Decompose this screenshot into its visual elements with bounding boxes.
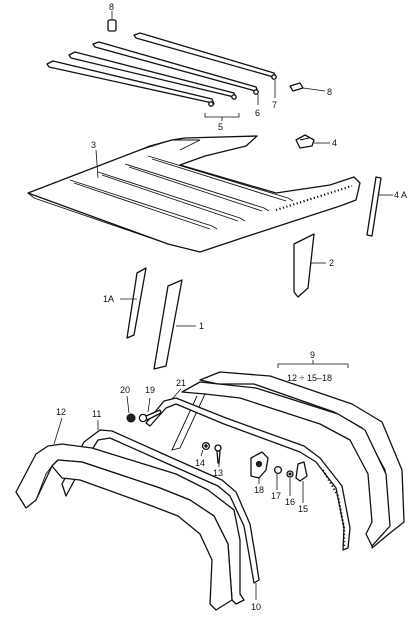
callout-15: 15 (298, 504, 308, 514)
part-17-washer (273, 465, 283, 490)
part-3-roof-panel (27, 135, 361, 253)
callout-6: 6 (255, 108, 260, 118)
callout-9: 9 (310, 350, 315, 360)
callout-7: 7 (272, 100, 277, 110)
part-13-screw (214, 444, 222, 467)
callout-4: 4 (332, 138, 337, 148)
part-11-frame (61, 420, 260, 584)
callout-20: 20 (120, 385, 130, 395)
part-15-bracket (295, 461, 308, 503)
roof-rail-5-a (68, 51, 237, 100)
callout-19: 19 (145, 385, 155, 395)
part-8-plug-right (289, 82, 326, 92)
part-19-screw (138, 397, 162, 423)
bracket-9 (277, 363, 349, 368)
callout-3: 3 (91, 140, 96, 150)
callout-5: 5 (218, 122, 223, 132)
callout-21: 21 (176, 378, 186, 388)
part-20-washer (126, 395, 136, 423)
part-16-nut (286, 470, 294, 496)
part-9-rear-hood (171, 371, 405, 549)
roof-rail-6 (92, 41, 259, 95)
part-18-lock (250, 451, 269, 484)
part-12-hood (15, 417, 245, 611)
part-1-trim (153, 279, 196, 370)
part-14-washer (200, 441, 211, 457)
part-2-side-panel (293, 233, 326, 298)
part-1A-trim (120, 267, 147, 339)
callout-12: 12 (56, 407, 66, 417)
callout-18: 18 (254, 485, 264, 495)
callout-17: 17 (271, 491, 281, 501)
part-8-plug-top (107, 11, 117, 32)
part-21-seal (145, 388, 351, 551)
callout-10: 10 (251, 602, 261, 612)
bracket-5 (204, 113, 240, 118)
callout-1: 1 (199, 321, 204, 331)
callout-13: 13 (213, 468, 223, 478)
part-4-clip (295, 134, 330, 149)
callout-11: 11 (92, 409, 101, 419)
callout-16: 16 (285, 497, 295, 507)
part-4A-strip (366, 176, 393, 237)
roof-rail-7 (133, 32, 277, 80)
callout-4A: 4 A (394, 190, 407, 200)
callout-14: 14 (195, 458, 205, 468)
roof-rail-5-b (46, 60, 215, 107)
callout-8-right: 8 (327, 87, 332, 97)
callout-9-range: 12 ÷ 15–18 (287, 373, 332, 383)
callout-2: 2 (329, 258, 334, 268)
callout-8-top: 8 (109, 2, 114, 12)
callout-1A: 1A (103, 294, 114, 304)
